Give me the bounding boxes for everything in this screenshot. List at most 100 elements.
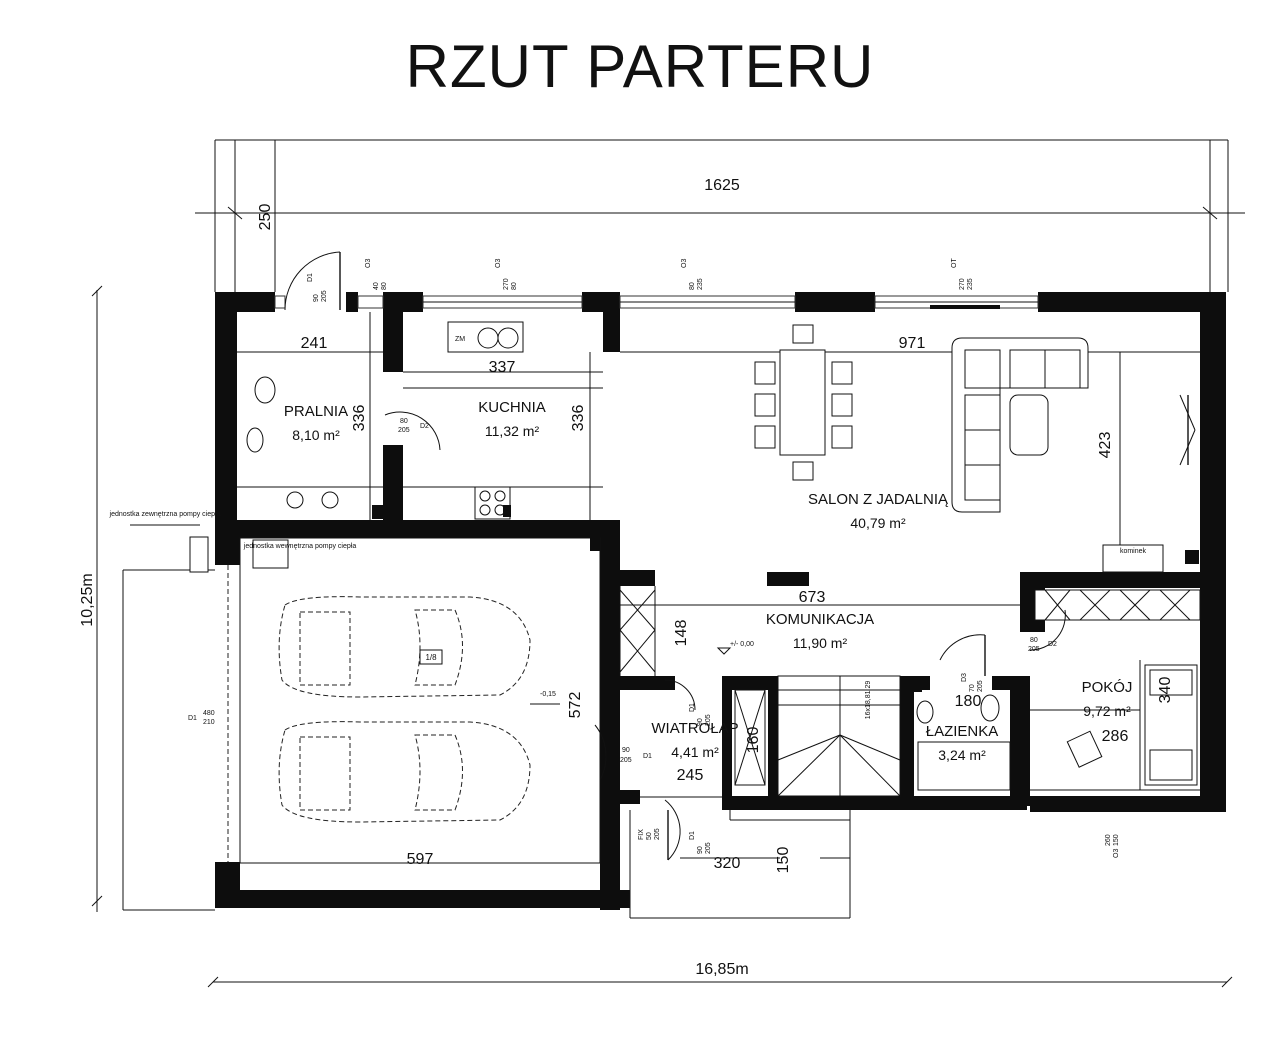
tag-ot-h: 235 <box>967 278 974 290</box>
tag-o3-pokoj-h: 150 <box>1113 834 1120 846</box>
dim-terrace-depth: 250 <box>257 204 274 231</box>
tag-d3-laz-h: 205 <box>977 680 984 692</box>
unit-outer-label: jednostka zewnętrzna pompy ciepła <box>109 511 221 518</box>
tag-o3b-w: 270 <box>503 278 510 290</box>
lazienka-area: 3,24 m² <box>938 747 986 763</box>
terrace <box>214 139 1229 292</box>
dim-entrance-h: 150 <box>775 847 792 874</box>
tag-d3-inner-h: 205 <box>705 714 712 726</box>
tag-d1-front-code: D1 <box>689 831 696 840</box>
dim-kuchnia-w: 337 <box>489 359 516 376</box>
tag-o3c-w: 80 <box>689 282 696 290</box>
tag-d1-wiatrolap-w: 90 <box>622 747 630 754</box>
dim-top-width: 1625 <box>704 177 740 194</box>
tag-fix-w: 50 <box>646 832 653 840</box>
stairs-label: 16x18,81 29 <box>865 681 872 720</box>
tag-d2-pralnia-h: 205 <box>398 427 410 434</box>
tag-o3b-h: 80 <box>511 282 518 290</box>
dimension-top: 1625 250 <box>195 140 1245 292</box>
level-markers: +/- 0,00 -0,15 <box>530 641 754 705</box>
dim-salon-w: 971 <box>899 335 926 352</box>
tag-d2-pralnia-w: 80 <box>400 418 408 425</box>
tag-ot-w: 270 <box>959 278 966 290</box>
tag-d1-top-w: 90 <box>313 294 320 302</box>
komunikacja-area: 11,90 m² <box>793 635 848 651</box>
dim-komunikacja-w: 673 <box>799 589 826 606</box>
interior-dimensions: 241 336 337 336 971 423 673 148 572 597 … <box>301 335 1174 873</box>
dim-wiatrolap-w: 245 <box>677 767 704 784</box>
door-swings <box>284 251 1066 861</box>
top-windows <box>274 295 1039 309</box>
wiatrolap-name: WIATROŁAP <box>651 720 738 737</box>
level-zero: +/- 0,00 <box>730 641 754 648</box>
kuchnia-name: KUCHNIA <box>478 399 546 416</box>
tag-d1-wiatrolap-code: D1 <box>643 753 652 760</box>
salon-name: SALON Z JADALNIĄ <box>808 491 949 508</box>
dim-pralnia-w: 241 <box>301 335 328 352</box>
dim-total-width: 16,85m <box>695 961 748 978</box>
tag-o3c-code: O3 <box>681 259 688 268</box>
tag-fix-h: 205 <box>654 828 661 840</box>
tag-fix-code: FIX <box>638 829 645 840</box>
pralnia-name: PRALNIA <box>284 403 348 420</box>
sofa <box>951 337 1089 513</box>
dim-garage-h: 572 <box>567 692 584 719</box>
tv <box>1179 394 1196 466</box>
pokoj-name: POKÓJ <box>1082 679 1133 696</box>
tag-o3c-h: 235 <box>697 278 704 290</box>
stairs: 16x18,81 29 <box>777 675 901 797</box>
dim-komunikacja-h: 148 <box>673 620 690 647</box>
tag-d1-wiatrolap-h: 205 <box>620 757 632 764</box>
kuchnia-area: 11,32 m² <box>485 423 540 439</box>
dimension-bottom: 16,85m <box>207 961 1233 988</box>
dim-kuchnia-h: 336 <box>570 405 587 432</box>
bathroom-fixtures <box>916 694 1011 791</box>
tag-d2-pralnia-code: D2 <box>420 423 429 430</box>
page-title: RZUT PARTERU <box>405 33 875 100</box>
dim-pokoj-h: 340 <box>1157 677 1174 704</box>
car-bottom <box>278 721 531 823</box>
tag-d1-top-code: D1 <box>307 273 314 282</box>
dim-pralnia-h: 336 <box>351 405 368 432</box>
tag-ot-code: OT <box>951 258 958 268</box>
dim-entrance-w: 320 <box>714 855 741 872</box>
pralnia-fixtures <box>246 376 339 509</box>
tag-d1-garage-code: D1 <box>188 715 197 722</box>
pokoj-area: 9,72 m² <box>1083 703 1131 719</box>
dining-set <box>754 324 853 481</box>
tag-d3-laz-w: 70 <box>969 684 976 692</box>
garage: 1/8 jednostka wewnętrzna pompy ciepła <box>122 537 601 911</box>
wiatrolap-area: 4,41 m² <box>671 744 719 760</box>
tag-o3-pokoj-code: O3 <box>1113 849 1120 858</box>
tag-d1-garage-w: 480 <box>203 710 215 717</box>
kominek-label: kominek <box>1120 548 1147 555</box>
tag-d2-pokoj-w: 80 <box>1030 637 1038 644</box>
tag-d1-front-h: 205 <box>705 842 712 854</box>
dim-garage-w: 597 <box>407 851 434 868</box>
pralnia-area: 8,10 m² <box>292 427 340 443</box>
installation-markers <box>372 505 1199 692</box>
dimension-left: 10,25m <box>79 285 103 912</box>
tag-d2-pokoj-h: 205 <box>1028 646 1040 653</box>
tag-d1-front-w: 90 <box>697 846 704 854</box>
tag-o3a-code: O3 <box>365 259 372 268</box>
dim-wiatrolap-h: 160 <box>745 727 762 754</box>
dim-total-height: 10,25m <box>79 573 96 626</box>
tag-o3a-h: 80 <box>381 282 388 290</box>
lazienka-name: ŁAZIENKA <box>926 723 999 740</box>
tag-o3a-w: 40 <box>373 282 380 290</box>
tag-d3-laz-code: D3 <box>961 673 968 682</box>
room-labels: PRALNIA 8,10 m² KUCHNIA 11,32 m² SALON Z… <box>284 399 1133 763</box>
kitchen-fixtures: ZM <box>447 321 524 520</box>
walls <box>215 292 1226 910</box>
garage-slope: 1/8 <box>425 653 437 662</box>
pokoj-furniture <box>1034 589 1201 786</box>
car-top <box>278 596 531 698</box>
tag-o3b-code: O3 <box>495 259 502 268</box>
tag-d2-pokoj-code: D2 <box>1048 641 1057 648</box>
dim-lazienka-w: 180 <box>955 693 982 710</box>
komunikacja-name: KOMUNIKACJA <box>766 611 874 628</box>
salon-area: 40,79 m² <box>850 515 906 531</box>
level-garage: -0,15 <box>540 691 556 698</box>
